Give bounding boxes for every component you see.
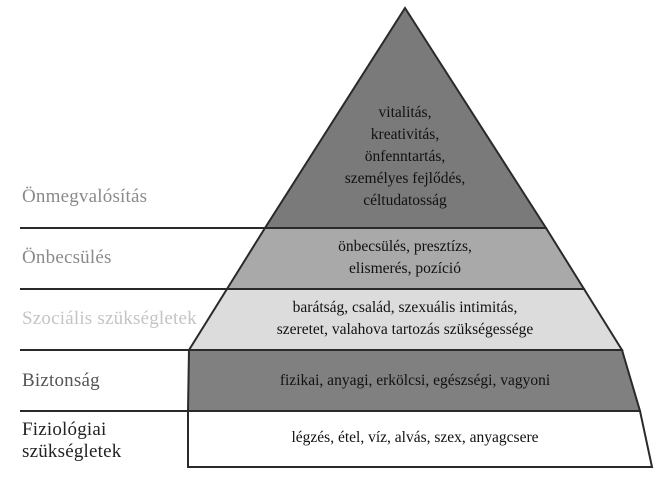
level-label-3: Szociális szükségletek: [22, 308, 197, 330]
level-label-1: Önmegvalósítás: [22, 186, 147, 208]
level-text-5-line-1: légzés, étel, víz, alvás, szex, anyagcse…: [291, 429, 539, 446]
level-label-3-line-1: Szociális szükségletek: [22, 308, 197, 329]
level-text-1-line-5: céltudatosság: [363, 192, 447, 209]
level-text-4: fizikai, anyagi, erkölcsi, egészségi, va…: [225, 370, 605, 392]
level-label-1-line-1: Önmegvalósítás: [22, 186, 148, 207]
level-text-2: önbecsülés, presztízs, elismerés, pozíci…: [290, 236, 520, 280]
level-label-2: Önbecsülés: [22, 247, 112, 269]
level-label-5-line-1: Fiziológiai: [22, 419, 107, 440]
level-label-2-line-1: Önbecsülés: [22, 247, 112, 268]
level-label-4-line-1: Biztonság: [22, 370, 100, 391]
level-text-1: vitalitás, kreativitás, önfenntartás, sz…: [315, 102, 495, 212]
level-label-5: Fiziológiai szükségletek: [22, 419, 121, 463]
level-text-2-line-2: elismerés, pozíció: [349, 260, 461, 277]
level-text-3: barátság, család, szexuális intimitás, s…: [245, 297, 565, 341]
level-text-1-line-2: kreativitás,: [370, 126, 440, 143]
level-label-4: Biztonság: [22, 370, 100, 392]
level-text-3-line-1: barátság, család, szexuális intimitás,: [292, 299, 518, 316]
level-text-3-line-2: szeretet, valahova tartozás szükségesség…: [276, 321, 534, 338]
level-text-5: légzés, étel, víz, alvás, szex, anyagcse…: [225, 427, 605, 449]
level-text-1-line-4: személyes fejlődés,: [344, 170, 466, 187]
level-text-2-line-1: önbecsülés, presztízs,: [338, 238, 472, 255]
level-text-4-line-1: fizikai, anyagi, erkölcsi, egészségi, va…: [279, 372, 551, 389]
level-label-5-line-2: szükségletek: [22, 441, 122, 462]
level-text-1-line-3: önfenntartás,: [364, 148, 446, 165]
level-text-1-line-1: vitalitás,: [378, 104, 432, 121]
